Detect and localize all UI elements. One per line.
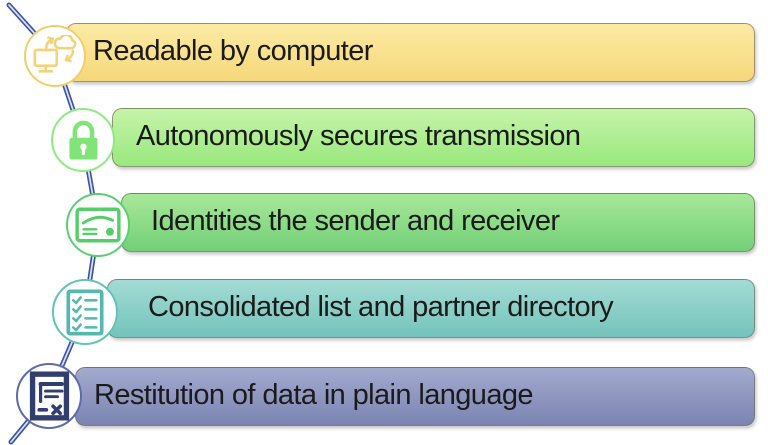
list-item-label: Consolidated list and partner directory — [148, 291, 614, 323]
icon-circle — [51, 108, 115, 172]
padlock-icon — [69, 120, 98, 159]
checklist-icon — [66, 288, 104, 336]
list-item-label: Identities the sender and receiver — [151, 205, 560, 237]
icon-circle — [66, 193, 130, 257]
icon-circle — [52, 279, 118, 345]
id-card-icon — [75, 207, 121, 243]
icon-circle — [24, 25, 86, 87]
list-bar: Identities the sender and receiver — [121, 193, 755, 252]
icon-circle — [16, 363, 82, 429]
list-bar: Readable by computer — [66, 23, 755, 82]
list-item-label: Restitution of data in plain language — [94, 379, 534, 411]
list-bar: Restitution of data in plain language — [75, 367, 755, 426]
list-bar: Autonomously secures transmission — [112, 108, 755, 167]
list-item-label: Autonomously secures transmission — [136, 120, 581, 152]
cloud-computer-sync-icon — [33, 35, 77, 73]
document-x-icon — [29, 371, 69, 421]
list-item-label: Readable by computer — [93, 35, 373, 67]
list-bar: Consolidated list and partner directory — [107, 279, 755, 338]
